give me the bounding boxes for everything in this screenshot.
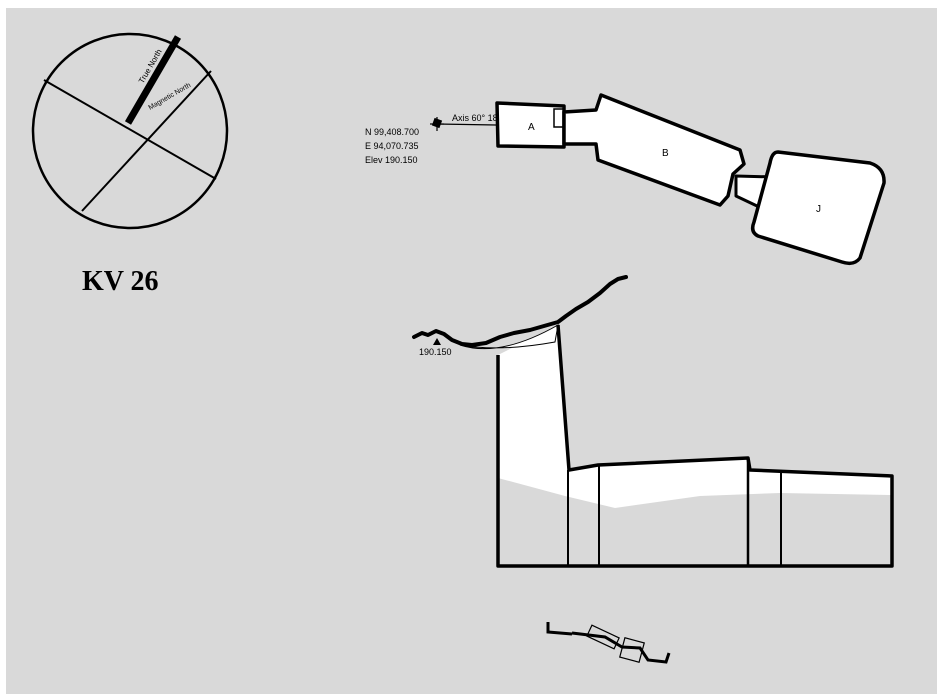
key-plan-axis [571,631,671,664]
chamber-label-a: A [528,122,535,133]
compass-rose: True North Magnetic North [31,32,229,230]
axis-label: Axis 60° 18' 47" [452,113,515,123]
shaft-void [498,325,892,508]
key-plan-entrance [546,622,573,636]
survey-northing: N 99,408.700 [365,127,419,137]
survey-point-marker [430,117,444,131]
chamber-label-b: B [662,148,669,159]
section-outline [496,324,894,568]
tomb-title: KV 26 [82,266,159,297]
tomb-plan: Axis 60° 18' 47" N 99,408.700 E 94,070.7… [365,93,886,266]
tomb-section: 190.150 [412,275,894,568]
true-north-arrow [124,35,182,125]
survey-easting: E 94,070.735 [365,141,419,151]
survey-elevation: Elev 190.150 [365,155,418,165]
key-plan-thumbnail [546,622,671,664]
compass-line-diagonal [81,70,212,212]
ground-profile [412,275,628,347]
compass-ring [31,32,229,230]
axis-line [436,123,497,126]
magnetic-north-label: Magnetic North [148,82,193,112]
key-plan-chamber [586,624,620,650]
compass-line-ew [43,79,217,180]
key-plan-room [619,637,645,663]
datum-elevation-label: 190.150 [419,347,452,357]
datum-triangle [433,338,441,345]
chamber-j-outline [750,150,886,266]
corridor-a-outline [495,101,566,149]
drawing-panel [6,8,937,694]
chamber-label-j: J [816,204,821,215]
chamber-b-outline [562,93,746,207]
